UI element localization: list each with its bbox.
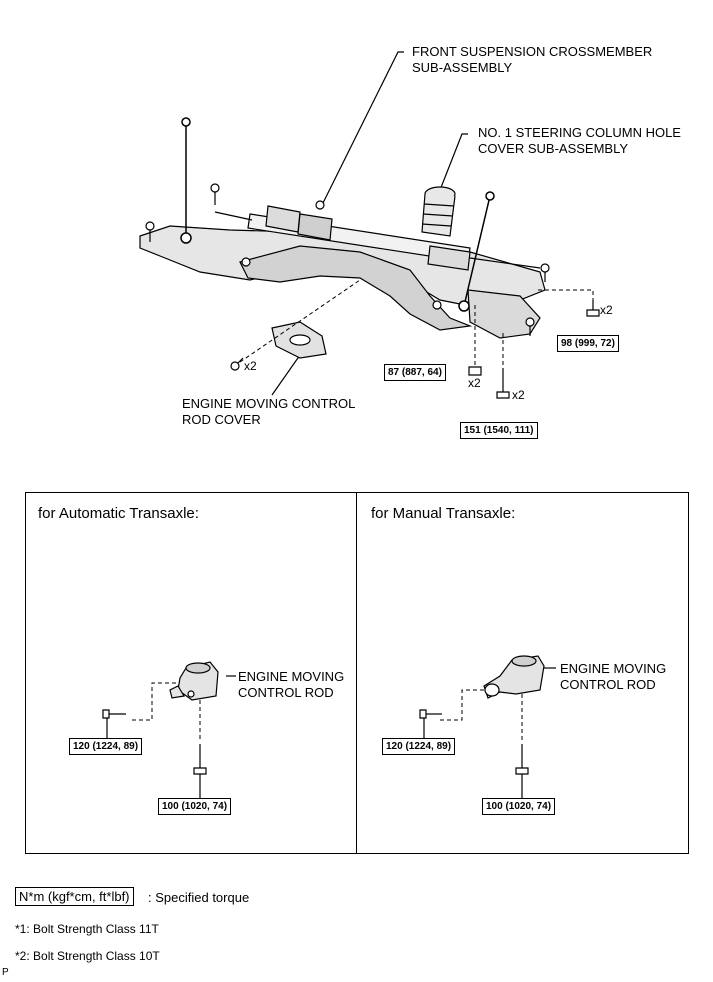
bolt-icon <box>102 709 126 719</box>
panel-manual <box>356 492 689 854</box>
manual-torque-box-b: 100 (1020, 74) <box>482 798 556 815</box>
bolt-icon <box>496 368 510 399</box>
ball-joints <box>145 183 550 336</box>
manual-part-line1: ENGINE MOVING <box>560 661 667 676</box>
crossmember-body <box>139 225 546 339</box>
torque-box-151: 151 (1540, 111) <box>460 422 538 439</box>
torque-box-87: 87 (887, 64) <box>384 364 446 381</box>
auto-guide-lines <box>130 682 201 740</box>
manual-torque-box-a: 120 (1224, 89) <box>382 738 456 755</box>
auto-part-line1: ENGINE MOVING <box>238 669 345 684</box>
legend-description: : Specified torque <box>148 890 250 905</box>
legend-unit-box: N*m (kgf*cm, ft*lbf) <box>15 887 134 906</box>
auto-torque-box-a: 120 (1224, 89) <box>69 738 143 755</box>
quantity-label: x2 <box>512 388 525 402</box>
callout-crossmember-line1: FRONT SUSPENSION CROSSMEMBER <box>412 44 653 59</box>
panel-manual-title: for Manual Transaxle: <box>371 505 516 522</box>
leader-steering-cover <box>439 133 468 191</box>
note-bolt-class-10t: *2: Bolt Strength Class 10T <box>15 949 160 963</box>
steering-rack <box>214 205 541 271</box>
callout-crossmember-line2: SUB-ASSEMBLY <box>412 60 513 75</box>
callout-steering-cover-line2: COVER SUB-ASSEMBLY <box>478 141 629 156</box>
panel-automatic-title: for Automatic Transaxle: <box>38 505 199 522</box>
callout-rod-cover-line2: ROD COVER <box>182 412 261 427</box>
note-bolt-class-11t: *1: Bolt Strength Class 11T <box>15 922 159 936</box>
nut-icon <box>468 366 482 376</box>
auto-torque-box-b: 100 (1020, 74) <box>158 798 232 815</box>
leader-crossmember <box>321 51 404 206</box>
quantity-label: x2 <box>600 303 613 317</box>
rod-cover-part <box>271 321 327 359</box>
auto-control-rod <box>169 661 219 701</box>
manual-guide-lines <box>440 689 523 740</box>
callout-rod-cover-line1: ENGINE MOVING CONTROL <box>182 396 356 411</box>
bolt-icon <box>230 357 244 371</box>
torque-box-98: 98 (999, 72) <box>557 335 619 352</box>
leader-rod-cover <box>271 354 301 396</box>
stabilizer-links <box>180 117 495 312</box>
manual-part-line2: CONTROL ROD <box>560 677 656 692</box>
steering-boot <box>421 186 456 237</box>
bolt-icon <box>193 744 207 775</box>
manual-control-rod <box>483 655 545 699</box>
bolt-icon <box>586 300 600 317</box>
guide-lines <box>239 279 594 372</box>
quantity-label: x2 <box>244 359 257 373</box>
auto-part-line2: CONTROL ROD <box>238 685 334 700</box>
quantity-label: x2 <box>468 376 481 390</box>
bolt-icon <box>419 709 442 719</box>
corner-mark: P <box>2 967 9 978</box>
bolt-icon <box>515 744 529 775</box>
callout-steering-cover-line1: NO. 1 STEERING COLUMN HOLE <box>478 125 681 140</box>
